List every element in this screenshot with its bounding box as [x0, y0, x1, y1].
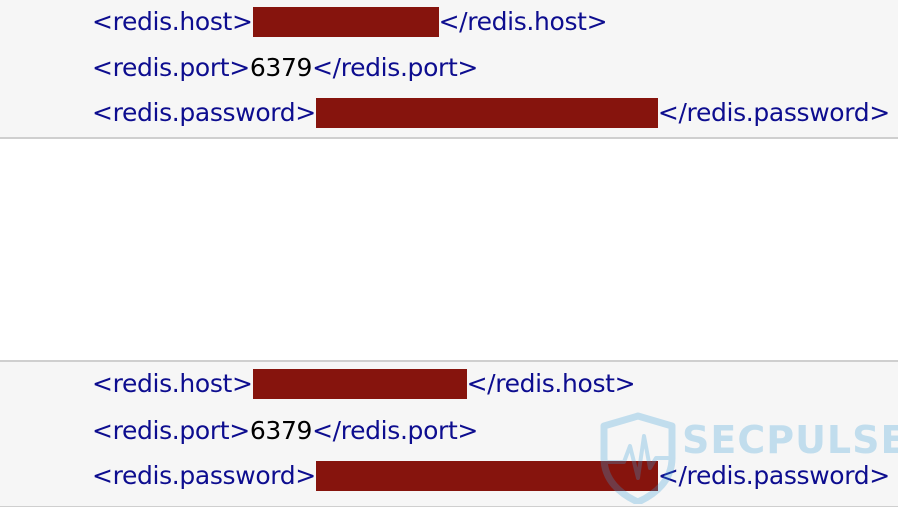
redis-password-open-tag: <redis.password> [92, 461, 316, 490]
redacted-host [252, 7, 439, 37]
redis-password-close-tag: </redis.password> [657, 98, 890, 127]
redis-port-close-tag: </redis.port> [312, 53, 478, 82]
redis-password-close-tag: </redis.password> [657, 461, 890, 490]
redacted-password [315, 461, 658, 491]
redacted-host [252, 369, 467, 399]
watermark-text: SECPULSE [682, 418, 898, 462]
redis-password-line: <redis.password> </redis.password> [92, 98, 890, 128]
redis-host-open-tag: <redis.host> [92, 7, 253, 36]
redis-password-open-tag: <redis.password> [92, 98, 316, 127]
redis-port-close-tag: </redis.port> [312, 416, 478, 445]
redacted-password [315, 98, 658, 128]
redis-host-line: <redis.host> </redis.host> [92, 7, 608, 37]
redis-port-line: <redis.port>6379</redis.port> [92, 416, 478, 446]
redis-host-close-tag: </redis.host> [438, 7, 608, 36]
code-block-bottom: <redis.host> </redis.host> <redis.port>63… [0, 360, 898, 507]
redis-port-value: 6379 [249, 53, 313, 82]
redis-port-line: <redis.port>6379</redis.port> [92, 53, 478, 83]
redis-host-close-tag: </redis.host> [466, 369, 636, 398]
shield-pulse-icon [600, 412, 676, 504]
redis-port-open-tag: <redis.port> [92, 416, 250, 445]
redis-host-open-tag: <redis.host> [92, 369, 253, 398]
redis-host-line: <redis.host> </redis.host> [92, 369, 636, 399]
secpulse-watermark: SECPULSE [598, 412, 898, 504]
redis-port-open-tag: <redis.port> [92, 53, 250, 82]
code-block-top: <redis.host> </redis.host> <redis.port>63… [0, 0, 898, 139]
redis-password-line: <redis.password> </redis.password> [92, 461, 890, 491]
redis-port-value: 6379 [249, 416, 313, 445]
